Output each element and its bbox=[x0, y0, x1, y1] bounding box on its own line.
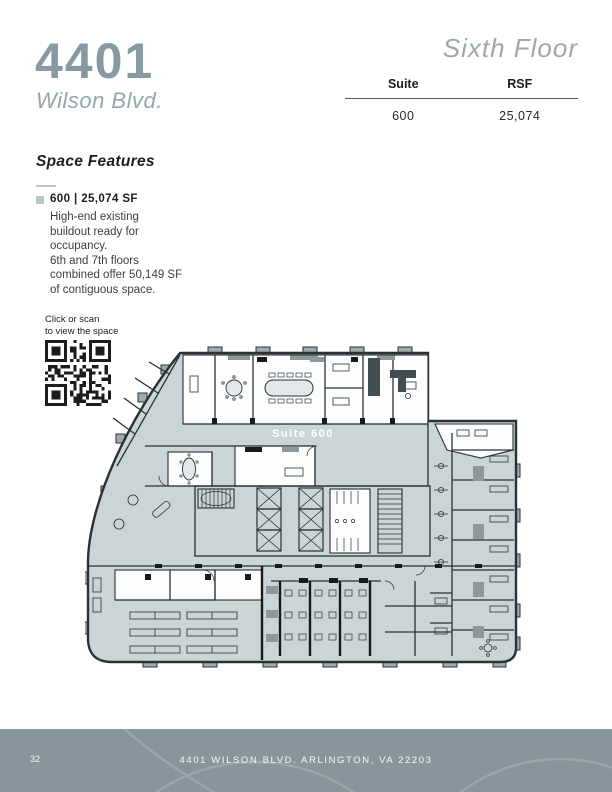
suite-size-label: 600 | 25,074 SF bbox=[50, 193, 138, 205]
plan-walls-heavy bbox=[260, 566, 372, 660]
description-line: buildout ready for bbox=[50, 225, 139, 238]
suite-bullet-square bbox=[36, 196, 44, 204]
availability-table: Suite RSF 600 25,074 bbox=[345, 77, 578, 123]
feature-description: High-end existing buildout ready for occ… bbox=[50, 210, 190, 298]
table-cell-rsf: 25,074 bbox=[499, 109, 541, 123]
qr-caption-line: to view the space bbox=[45, 325, 119, 337]
stairs bbox=[197, 488, 403, 554]
table-header-rsf: RSF bbox=[507, 77, 533, 91]
plan-furniture bbox=[92, 355, 509, 657]
space-features-heading: Space Features bbox=[36, 153, 155, 170]
floor-title: Sixth Floor bbox=[442, 33, 578, 63]
description-line: occupancy. bbox=[50, 240, 108, 253]
restrooms bbox=[329, 488, 371, 554]
suite-600-label: Suite 600 bbox=[272, 428, 334, 440]
qr-caption: Click or scan to view the space bbox=[45, 314, 118, 337]
page-number: 32 bbox=[30, 754, 41, 764]
building-number: 4401 bbox=[35, 33, 155, 89]
footer: 32 4401 WILSON BLVD. ARLINGTON, VA 22203 bbox=[0, 729, 612, 792]
table-cell-suite: 600 bbox=[392, 109, 415, 123]
qr-code[interactable] bbox=[45, 340, 111, 406]
table-header-row: Suite RSF bbox=[345, 77, 578, 91]
description-line: of contiguous space. bbox=[50, 283, 156, 296]
elevator-core bbox=[256, 487, 324, 552]
footer-decoration bbox=[122, 729, 612, 792]
table-header-suite: Suite bbox=[387, 77, 419, 91]
table-rule bbox=[345, 98, 578, 99]
section-dash bbox=[36, 185, 56, 187]
description-line: combined offer 50,149 SF bbox=[50, 269, 183, 282]
table-row: 600 25,074 bbox=[345, 99, 578, 123]
footer-address: 4401 WILSON BLVD. ARLINGTON, VA 22203 bbox=[179, 755, 433, 766]
street-name: Wilson Blvd. bbox=[36, 88, 163, 113]
description-line: 6th and 7th floors bbox=[50, 254, 139, 267]
qr-caption-line: Click or scan bbox=[45, 314, 100, 325]
floor-plan: Suite 600 bbox=[85, 346, 521, 668]
description-line: High-end existing bbox=[50, 211, 139, 223]
